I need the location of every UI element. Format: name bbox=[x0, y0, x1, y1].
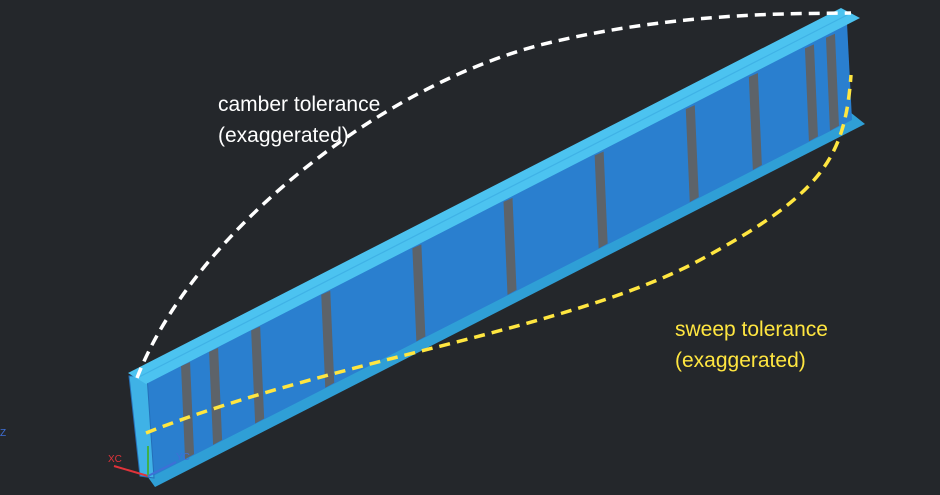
stiffener-plate bbox=[321, 290, 335, 388]
camber-tolerance-curve bbox=[135, 11, 852, 379]
stiffener-plate bbox=[412, 244, 426, 342]
camber-label-line1: camber tolerance bbox=[218, 93, 381, 116]
stiffener-plate bbox=[748, 72, 762, 170]
sweep-label-line1: sweep tolerance bbox=[675, 318, 828, 341]
stiffener-plate bbox=[825, 33, 839, 131]
triad-x-label: XC bbox=[108, 454, 122, 465]
camber-label-line2: (exaggerated) bbox=[218, 124, 349, 147]
triad-z-axis bbox=[147, 461, 177, 477]
stiffener-plate bbox=[804, 44, 818, 142]
stiffener-plate bbox=[594, 151, 608, 249]
bottom-flange bbox=[140, 112, 865, 487]
stiffener-plate bbox=[503, 197, 517, 295]
sweep-label-line2: (exaggerated) bbox=[675, 349, 806, 372]
coordinate-triad-icon bbox=[113, 446, 177, 477]
triad-x-axis bbox=[113, 465, 149, 477]
sweep-tolerance-curve bbox=[145, 74, 853, 435]
camber-tolerance-label: camber tolerance (exaggerated) bbox=[218, 89, 380, 151]
stiffener-plate bbox=[181, 362, 195, 460]
stiffener-group bbox=[181, 33, 839, 460]
stiffener-plate bbox=[685, 105, 699, 203]
sweep-tolerance-label: sweep tolerance (exaggerated) bbox=[675, 314, 828, 376]
stiffener-plate bbox=[251, 326, 265, 424]
triad-y-label: YC bbox=[176, 452, 190, 463]
top-flange-centerline bbox=[136, 12, 852, 379]
triad-z-label: Z bbox=[0, 428, 7, 439]
stiffener-plate bbox=[209, 347, 223, 445]
beam-web bbox=[146, 23, 852, 477]
